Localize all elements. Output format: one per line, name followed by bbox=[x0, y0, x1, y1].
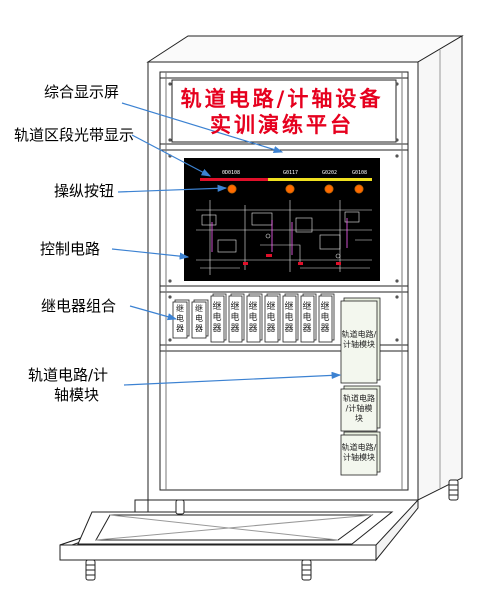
module-label-line: 轨道电路/ bbox=[341, 330, 377, 339]
callout-control-buttons: 操纵按钮 bbox=[54, 182, 115, 200]
track-section-label: G0108 bbox=[352, 170, 368, 176]
arrow-display-screen bbox=[121, 102, 284, 153]
platform-title-line2: 实训演练平台 bbox=[210, 113, 354, 137]
callout-display-screen: 综合显示屏 bbox=[44, 83, 120, 101]
relay-group bbox=[172, 293, 335, 343]
track-section-label: 0D0108 bbox=[222, 170, 241, 176]
module-label-line: 计轴模块 bbox=[343, 340, 375, 349]
control-circuit-schematic bbox=[196, 200, 372, 275]
callout-module-line2: 轴模块 bbox=[54, 386, 100, 404]
arrow-relay-group bbox=[129, 305, 178, 321]
track-strip-yellow bbox=[268, 178, 372, 181]
module-label: 轨道电路/ 计轴模块 bbox=[341, 443, 377, 463]
track-strip-red bbox=[200, 178, 268, 181]
arrow-track-strip bbox=[131, 134, 212, 177]
control-button[interactable] bbox=[227, 184, 237, 194]
arrow-control-button bbox=[117, 184, 228, 193]
relay-label: 继电器 bbox=[266, 302, 276, 334]
module-label-line: 块 bbox=[355, 414, 363, 423]
relay-label: 继电器 bbox=[248, 302, 258, 334]
control-button[interactable] bbox=[285, 184, 295, 194]
control-button-row bbox=[227, 184, 364, 194]
circuit-highlights bbox=[211, 218, 348, 265]
relay-label: 继电器 bbox=[230, 302, 240, 334]
relay-label: 继电器 bbox=[284, 302, 294, 334]
caster-wheels bbox=[85, 479, 459, 581]
arrow-module bbox=[123, 371, 342, 386]
control-button[interactable] bbox=[354, 184, 364, 194]
module-label-line: 轨道电路 bbox=[343, 394, 375, 403]
relay-label: 继电器 bbox=[176, 304, 184, 333]
relay-label: 继电器 bbox=[195, 304, 203, 333]
track-section-label: G0202 bbox=[322, 170, 338, 176]
callout-module-line1: 轨道电路/计 bbox=[28, 366, 109, 384]
platform-title-line1: 轨道电路/计轴设备 bbox=[180, 87, 384, 111]
track-section-label: G0117 bbox=[283, 170, 299, 176]
callout-arrows bbox=[111, 102, 342, 386]
arrow-control-circuit bbox=[111, 248, 190, 260]
callout-relay-group: 继电器组合 bbox=[41, 297, 117, 315]
callout-control-circuit: 控制电路 bbox=[40, 240, 101, 258]
module-label-line: /计轴模 bbox=[345, 404, 373, 413]
relay-label: 继电器 bbox=[320, 302, 330, 334]
module-units bbox=[340, 297, 381, 476]
callout-track-light-strip: 轨道区段光带显示 bbox=[14, 126, 135, 144]
relay-label: 继电器 bbox=[212, 302, 222, 334]
module-label: 轨道电路/ 计轴模块 bbox=[341, 330, 377, 350]
display-screen bbox=[184, 158, 380, 281]
control-button[interactable] bbox=[324, 184, 334, 194]
relay-label: 继电器 bbox=[302, 302, 312, 334]
module-label-line: 轨道电路/ bbox=[341, 443, 377, 452]
module-label-line: 计轴模块 bbox=[343, 453, 375, 462]
module-label: 轨道电路 /计轴模 块 bbox=[341, 394, 377, 424]
